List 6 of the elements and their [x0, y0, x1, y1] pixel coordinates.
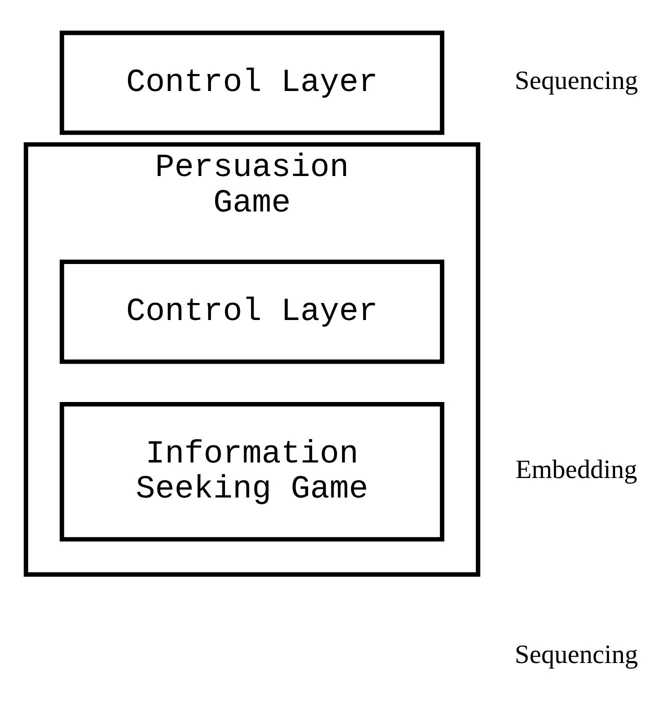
node-box: Control Layer: [60, 260, 444, 364]
node-box: Information Seeking Game: [60, 402, 444, 542]
label: Sequencing: [514, 65, 638, 96]
label: Embedding: [516, 454, 638, 484]
label: Sequencing: [514, 639, 638, 670]
node-box: Control Layer: [60, 30, 444, 135]
